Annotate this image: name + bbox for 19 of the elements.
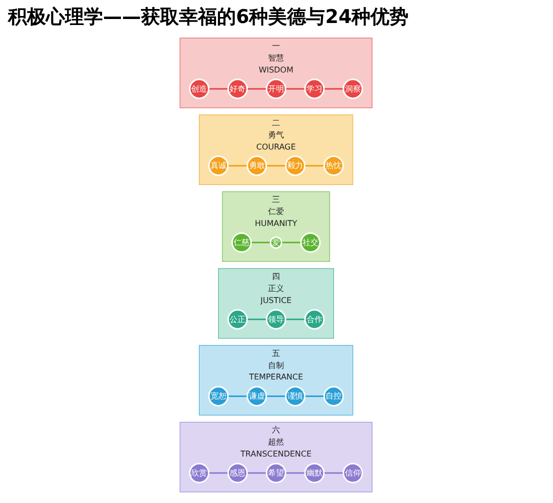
connector [286, 88, 306, 90]
connector [324, 88, 344, 90]
connector [266, 395, 286, 397]
connector [286, 472, 306, 474]
connector [248, 88, 268, 90]
connector [228, 164, 248, 166]
diagram-title: 积极心理学——获取幸福的6种美德与24种优势 [8, 5, 410, 30]
connector [305, 164, 325, 166]
connector [252, 242, 271, 244]
connector [209, 88, 229, 90]
connector [286, 318, 306, 320]
connector [305, 395, 325, 397]
connector [248, 318, 268, 320]
connector [228, 395, 248, 397]
connector [324, 472, 344, 474]
connector [209, 472, 229, 474]
connector [282, 242, 302, 244]
connector [248, 472, 268, 474]
connector [266, 164, 286, 166]
